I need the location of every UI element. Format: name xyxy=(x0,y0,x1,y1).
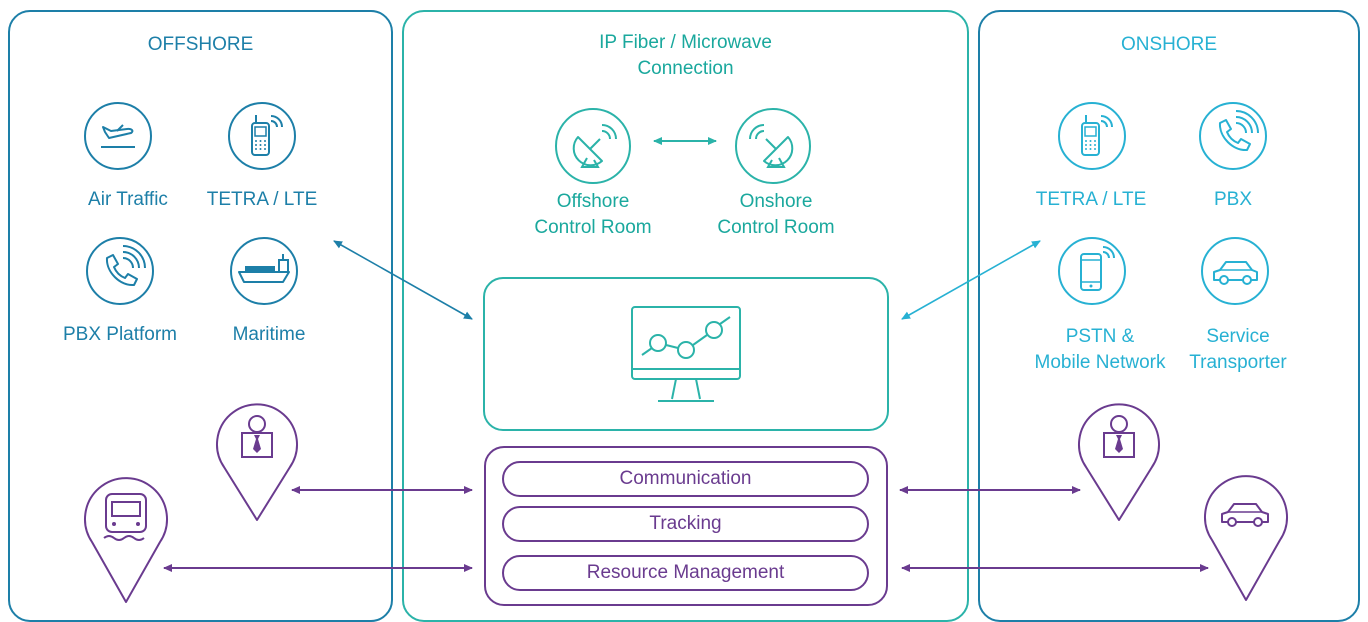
offshore-item-label: PBX Platform xyxy=(62,324,178,345)
ship-icon xyxy=(230,237,298,305)
offshore-room-label-line2: Control Room xyxy=(534,217,652,238)
service-resource-management[interactable]: Resource Management xyxy=(502,555,869,591)
monitor-box xyxy=(483,277,889,431)
phone-ringing-icon xyxy=(1199,102,1267,170)
room-link-arrow xyxy=(653,137,717,145)
radio-handset-icon xyxy=(1058,102,1126,170)
car-icon xyxy=(1201,237,1269,305)
onshore-title: ONSHORE xyxy=(1120,34,1218,55)
connection-title-line2: Connection xyxy=(637,58,734,79)
onshore-item-label-line2: Transporter xyxy=(1189,352,1287,373)
offshore-item-label: Air Traffic xyxy=(88,189,168,210)
offshore-panel xyxy=(8,10,393,622)
offshore-item-label: TETRA / LTE xyxy=(206,189,318,210)
satellite-dish-icon xyxy=(555,108,631,184)
person-pin-icon xyxy=(1078,403,1160,521)
bus-pin-icon xyxy=(84,477,168,603)
onshore-room-label-line2: Control Room xyxy=(717,217,835,238)
onshore-item-label: PBX xyxy=(1213,189,1253,210)
offshore-to-monitor-arrow xyxy=(333,240,473,320)
service-communication[interactable]: Communication xyxy=(502,461,869,497)
onshore-item-label-line1: Service xyxy=(1206,326,1270,347)
onshore-item-label-line1: PSTN & xyxy=(1065,326,1135,347)
radio-handset-icon xyxy=(228,102,296,170)
airplane-landing-icon xyxy=(84,102,152,170)
person-pin-icon xyxy=(216,403,298,521)
service-tracking[interactable]: Tracking xyxy=(502,506,869,542)
onshore-item-label: TETRA / LTE xyxy=(1035,189,1147,210)
mobile-phone-icon xyxy=(1058,237,1126,305)
onshore-to-monitor-arrow xyxy=(901,240,1041,320)
connection-title-line1: IP Fiber / Microwave xyxy=(599,32,772,53)
monitor-analytics-icon xyxy=(631,306,741,402)
car-pin-icon xyxy=(1204,475,1288,601)
offshore-room-label-line1: Offshore xyxy=(556,191,630,212)
onshore-room-label-line1: Onshore xyxy=(739,191,813,212)
offshore-item-label: Maritime xyxy=(232,324,306,345)
offshore-title: OFFSHORE xyxy=(147,34,254,55)
phone-ringing-icon xyxy=(86,237,154,305)
onshore-panel xyxy=(978,10,1360,622)
onshore-item-label-line2: Mobile Network xyxy=(1034,352,1166,373)
satellite-dish-icon xyxy=(735,108,811,184)
